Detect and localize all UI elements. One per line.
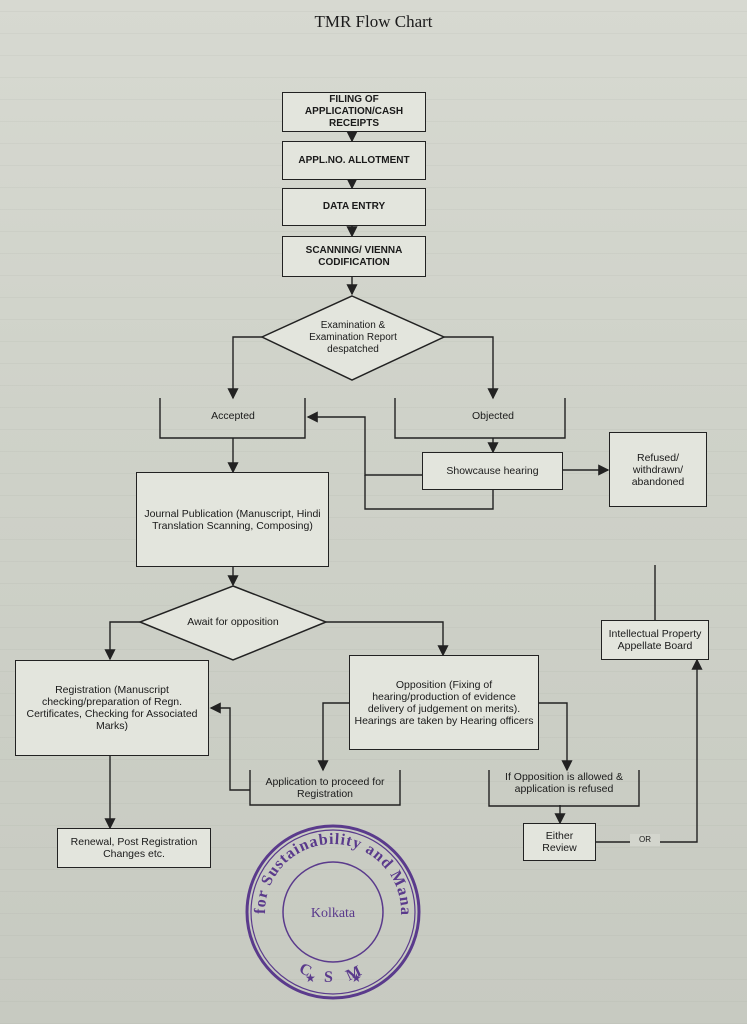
- filing-box: FILING OF APPLICATION/CASH RECEIPTS: [282, 92, 426, 132]
- accepted-label: Accepted: [211, 410, 255, 422]
- review-label: Either Review: [542, 830, 577, 854]
- opp-allowed-label: If Opposition is allowed & application i…: [505, 771, 623, 795]
- seal-center-text: Kolkata: [311, 906, 356, 921]
- scanning-label: SCANNING/ VIENNA CODIFICATION: [305, 244, 403, 268]
- showcause-box: Showcause hearing: [422, 452, 563, 490]
- seal-star-left: ★: [305, 971, 316, 985]
- renewal-box: Renewal, Post Registration Changes etc.: [57, 828, 211, 868]
- examination-label: Examination & Examination Report despatc…: [309, 320, 397, 355]
- app-proceed-label: Application to proceed for Registration: [265, 776, 385, 800]
- appl-no-box: APPL.NO. ALLOTMENT: [282, 141, 426, 180]
- await-diamond: [137, 585, 329, 661]
- opposition-label: Opposition (Fixing of hearing/production…: [354, 678, 534, 727]
- registration-box: Registration (Manuscript checking/prepar…: [15, 660, 209, 756]
- showcause-label: Showcause hearing: [446, 465, 539, 477]
- opposition-box: Opposition (Fixing of hearing/production…: [349, 655, 539, 750]
- await-label: Await for opposition: [187, 616, 279, 628]
- review-box: Either Review: [523, 823, 596, 861]
- svg-text:Centre for Sustainability and: Centre for Sustainability and Management: [243, 822, 414, 916]
- ipab-label: Intellectual Property Appellate Board: [608, 628, 702, 652]
- examination-diamond: [260, 295, 446, 381]
- renewal-label: Renewal, Post Registration Changes etc.: [70, 836, 198, 860]
- registration-label: Registration (Manuscript checking/prepar…: [26, 684, 198, 732]
- data-entry-box: DATA ENTRY: [282, 188, 426, 226]
- or-label: OR: [630, 834, 660, 846]
- refused-box: Refused/ withdrawn/ abandoned: [609, 432, 707, 507]
- chart-title: TMR Flow Chart: [314, 12, 433, 31]
- journal-label: Journal Publication (Manuscript, Hindi T…: [144, 507, 321, 532]
- objected-label: Objected: [471, 410, 515, 422]
- scanning-box: SCANNING/ VIENNA CODIFICATION: [282, 236, 426, 277]
- seal-star-right: ★: [351, 971, 362, 985]
- refused-label: Refused/ withdrawn/ abandoned: [631, 451, 685, 488]
- ipab-box: Intellectual Property Appellate Board: [601, 620, 709, 660]
- seal-top-text: Centre for Sustainability and Management: [243, 822, 413, 916]
- data-entry-label: DATA ENTRY: [322, 201, 386, 212]
- filing-label: FILING OF APPLICATION/CASH RECEIPTS: [304, 94, 404, 129]
- organization-seal: Centre for Sustainability and Management…: [243, 822, 421, 1000]
- journal-box: Journal Publication (Manuscript, Hindi T…: [136, 472, 329, 567]
- appl-no-label: APPL.NO. ALLOTMENT: [298, 154, 410, 166]
